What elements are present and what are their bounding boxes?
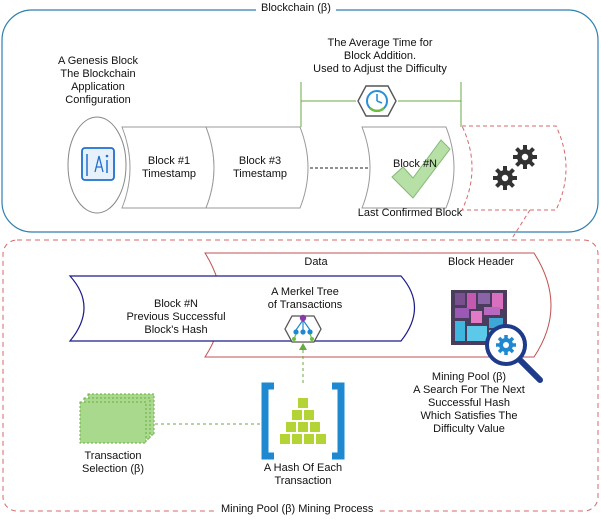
genesis-block-label: A Genesis Block The Blockchain Applicati…	[57, 55, 139, 106]
average-time-label: The Average Time for Block Addition. Use…	[313, 37, 447, 75]
transaction-hash-label: A Hash Of Each Transaction	[263, 462, 343, 487]
block-1-label: Block #1 Timestamp	[142, 155, 196, 180]
hash-to-merkle-arrowhead	[299, 343, 307, 350]
block-n-label: Block #N	[392, 158, 438, 170]
gears-connector	[510, 209, 531, 241]
transaction-hash-icon	[261, 382, 345, 460]
mining-process-title: Mining Pool (β) Mining Process	[216, 503, 379, 515]
gears-icon	[493, 145, 537, 190]
blockchain-title: Blockchain (β)	[256, 2, 336, 14]
merkle-tree-icon	[284, 314, 322, 343]
magnifier-gear-icon	[485, 324, 543, 383]
transaction-stack-icon	[79, 393, 155, 444]
block-3-shape	[205, 126, 309, 209]
transaction-selection-label: Transaction Selection (β)	[82, 450, 144, 475]
block-n-shape	[361, 126, 455, 209]
previous-hash-shape	[68, 275, 415, 342]
data-label: Data	[304, 256, 328, 268]
clock-icon	[357, 85, 397, 117]
block-header-label: Block Header	[447, 256, 515, 268]
previous-hash-label: Block #N Previous Successful Block's Has…	[126, 298, 226, 336]
blueprint-icon	[81, 147, 115, 181]
last-confirmed-label: Last Confirmed Block	[357, 207, 463, 219]
mining-pool-search-label: Mining Pool (β) A Search For The Next Su…	[413, 371, 525, 435]
block-3-label: Block #3 Timestamp	[233, 155, 287, 180]
merkle-tree-label: A Merkel Tree of Transactions	[267, 286, 343, 311]
checkmark-icon	[391, 139, 451, 199]
gears-box	[461, 125, 567, 211]
average-time-bracket	[300, 82, 462, 127]
